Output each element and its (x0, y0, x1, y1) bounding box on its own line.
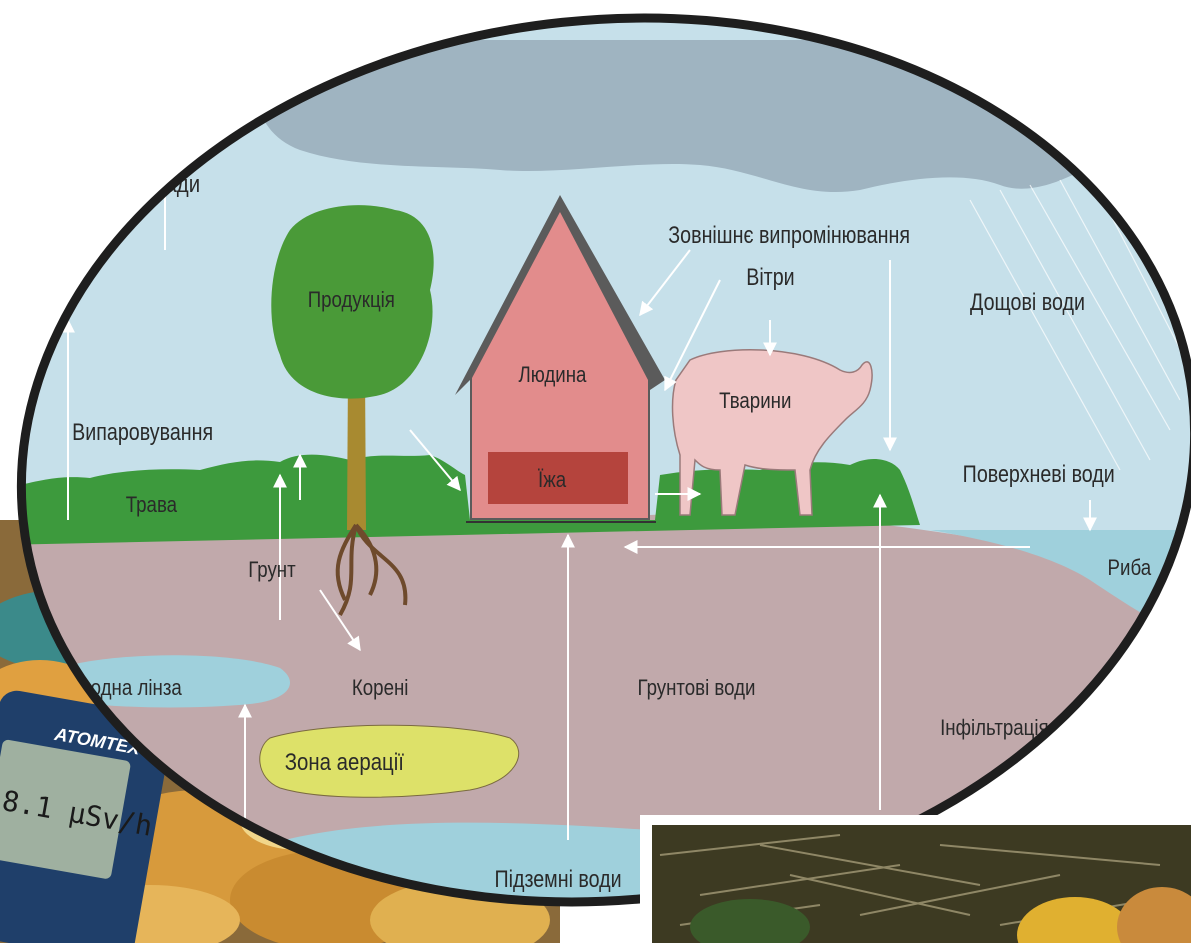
label-ryba: Риба (1108, 557, 1152, 581)
label-grunt: Грунт (248, 559, 295, 583)
label-produktsiia: Продукція (308, 289, 395, 313)
label-gruntovi: Грунтові води (638, 677, 756, 701)
label-pidzemni: Підземні води (494, 865, 621, 892)
label-poverkhnevi: Поверхневі води (963, 460, 1115, 487)
label-liudyna: Людина (519, 364, 588, 388)
label-vitry: Вітри (746, 263, 794, 290)
label-koreni: Корені (352, 677, 409, 701)
label-zovnishnie: Зовнішнє випромінювання (668, 221, 910, 248)
mushroom-photo-front (640, 815, 1191, 943)
label-doshchovi: Дощові води (970, 288, 1085, 315)
label-infiltratsiia: Інфільтрація (940, 717, 1049, 741)
label-izha: Їжа (538, 469, 567, 493)
label-vyparovuvannia: Випаровування (72, 418, 213, 445)
label-trava: Трава (126, 494, 178, 518)
label-tvaryny: Тварини (719, 390, 791, 414)
label-zona-aeratsii: Зона аерації (285, 748, 404, 775)
